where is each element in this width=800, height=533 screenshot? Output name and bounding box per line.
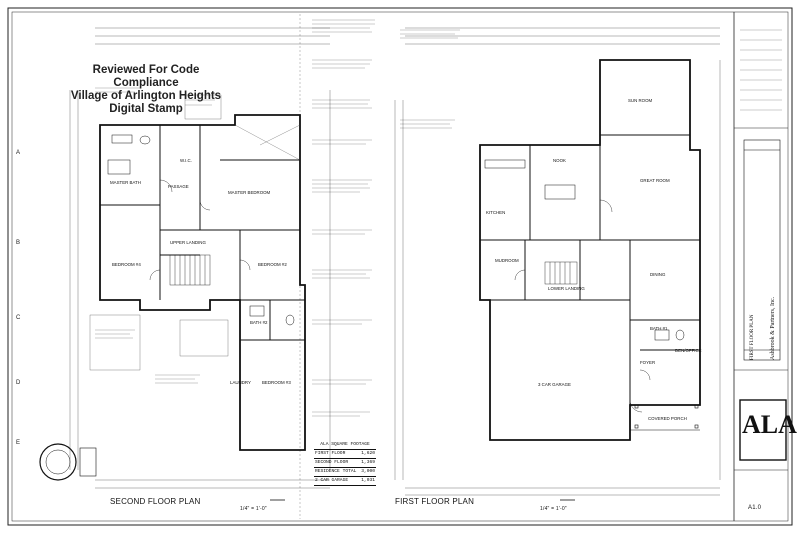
sqft-label: 2 CAR GARAGE	[315, 478, 349, 483]
sqft-row-residence-total: RESIDENCE TOTAL 3,000	[314, 468, 376, 477]
room-laundry: LAUNDRY	[230, 380, 251, 385]
room-master-bedroom: MASTER BEDROOM	[228, 190, 271, 195]
second-floor-plan	[69, 27, 331, 489]
room-sun-room: SUN ROOM	[628, 98, 653, 103]
sqft-row-garage: 2 CAR GARAGE 1,031	[314, 477, 376, 486]
square-footage-header: ALA SQUARE FOOTAGE	[314, 441, 376, 450]
stamp-line-2: Village of Arlington Heights	[70, 90, 222, 102]
grid-letter-b: B	[16, 240, 21, 246]
room-lower-landing: LOWER LANDING	[548, 286, 585, 291]
room-wic: W.I.C.	[180, 158, 192, 163]
grid-letter-d: D	[16, 380, 21, 386]
sqft-value: 1,369	[361, 460, 375, 465]
sheet-title: FIRST FLOOR PLAN	[750, 314, 755, 360]
grid-letter-e: E	[16, 440, 21, 446]
grid-letter-c: C	[16, 315, 21, 321]
first-floor-plan	[394, 27, 721, 496]
sqft-label: FIRST FLOOR	[315, 451, 346, 456]
room-upper-landing: UPPER LANDING	[170, 240, 206, 245]
scale-note-left: 1/4" = 1'-0"	[240, 506, 267, 512]
firm-logo: ALA	[742, 410, 797, 439]
room-nook: NOOK	[553, 158, 566, 163]
room-passage: PASSAGE	[168, 184, 189, 189]
square-footage-table: ALA SQUARE FOOTAGE FIRST FLOOR 1,620 SECO…	[314, 441, 376, 486]
scale-note-right: 1/4" = 1'-0"	[540, 506, 567, 512]
room-bedroom-4: BEDROOM #4	[112, 262, 141, 267]
sqft-label: SECOND FLOOR	[315, 460, 349, 465]
sqft-row-second-floor: SECOND FLOOR 1,369	[314, 459, 376, 468]
room-mudroom: MUDROOM	[495, 258, 519, 263]
room-garage: 3 CAR GARAGE	[538, 382, 571, 387]
room-covered-porch: COVERED PORCH	[648, 416, 687, 421]
room-den-office: DEN/OFFICE	[675, 348, 702, 353]
room-bedroom-2: BEDROOM #2	[258, 262, 287, 267]
first-floor-plan-title: FIRST FLOOR PLAN	[395, 497, 475, 506]
sqft-value: 1,031	[361, 478, 375, 483]
firm-name: Ashbrook & Partners, Inc.	[770, 296, 776, 360]
stamp-line-1: Reviewed For Code Compliance	[92, 64, 200, 89]
room-bath-2: BATH #2	[250, 320, 268, 325]
sqft-value: 3,000	[361, 469, 375, 474]
village-seal	[39, 443, 97, 481]
sqft-row-first-floor: FIRST FLOOR 1,620	[314, 450, 376, 459]
room-dining: DINING	[650, 272, 666, 277]
sqft-value: 1,620	[361, 451, 375, 456]
second-floor-plan-title: SECOND FLOOR PLAN	[110, 497, 201, 506]
code-review-stamp: Reviewed For Code Compliance Village of …	[66, 64, 226, 116]
sheet-number: A1.0	[748, 505, 762, 511]
room-kitchen: KITCHEN	[486, 210, 506, 215]
grid-letter-a: A	[16, 150, 21, 156]
room-bedroom-3: BEDROOM #3	[262, 380, 291, 385]
room-bath-1: BATH #1	[650, 326, 668, 331]
room-master-bath: MASTER BATH	[110, 180, 141, 185]
room-foyer: FOYER	[640, 360, 656, 365]
room-great-room: GREAT ROOM	[640, 178, 670, 183]
stamp-line-3: Digital Stamp	[109, 103, 183, 115]
sqft-label: RESIDENCE TOTAL	[315, 469, 357, 474]
